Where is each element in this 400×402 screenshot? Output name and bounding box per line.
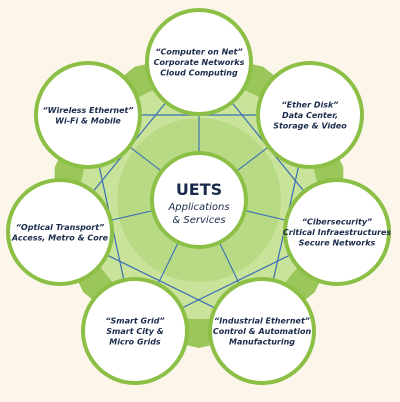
node-circle xyxy=(283,178,391,286)
node-label-line: Critical Infraestructures xyxy=(283,228,392,237)
node-label-line: “Industrial Ethernet” xyxy=(214,317,310,326)
node-label-line: “Wireless Ethernet” xyxy=(42,106,133,115)
node-label-line: “Ether Disk” xyxy=(282,101,339,110)
node-circle xyxy=(6,178,114,286)
node-label-line: Control & Automation xyxy=(213,327,312,336)
node-label-line: “Computer on Net” xyxy=(155,48,242,57)
node-circle xyxy=(81,277,189,385)
node-label-line: Micro Grids xyxy=(109,338,161,347)
node-label-line: Corporate Networks xyxy=(154,58,245,67)
node-optical-transport: “Optical Transport”Access, Metro & Core xyxy=(6,178,114,286)
application-nodes: “Computer on Net”Corporate NetworksCloud… xyxy=(6,8,392,385)
node-label-line: Smart City & xyxy=(106,327,163,336)
node-circle xyxy=(145,8,253,116)
node-computer-on-net: “Computer on Net”Corporate NetworksCloud… xyxy=(145,8,253,116)
node-label-line: Wi-Fi & Mobile xyxy=(55,116,121,125)
node-circle xyxy=(34,61,142,169)
node-smart-grid: “Smart Grid”Smart City & Micro Grids xyxy=(81,277,189,385)
node-ether-disk: “Ether Disk”Data Center, Storage & Video xyxy=(256,61,364,169)
node-circle xyxy=(256,61,364,169)
node-label-line: Secure Networks xyxy=(299,239,376,248)
node-cibersecurity: “Cibersecurity”Critical Infraestructures… xyxy=(283,178,392,286)
center-subtitle-line2: & Services xyxy=(172,215,225,226)
node-label-line: Cloud Computing xyxy=(160,69,238,78)
node-label-line: Access, Metro & Core xyxy=(11,233,109,242)
node-label-line: Data Center, xyxy=(282,111,338,120)
node-label-line: Manufacturing xyxy=(229,338,295,347)
center-subtitle-line1: Applications xyxy=(167,202,229,213)
node-label-line: “Optical Transport” xyxy=(16,223,104,232)
node-label-line: “Smart Grid” xyxy=(105,317,164,326)
center-hub: UETS Applications & Services xyxy=(150,151,248,249)
node-circle xyxy=(208,277,316,385)
center-circle xyxy=(150,151,248,249)
node-industrial-ethernet: “Industrial Ethernet”Control & Automatio… xyxy=(208,277,316,385)
node-label-line: Storage & Video xyxy=(273,122,347,131)
center-title: UETS xyxy=(176,180,222,199)
node-wireless-ethernet: “Wireless Ethernet”Wi-Fi & Mobile xyxy=(34,61,142,169)
node-label-line: “Cibersecurity” xyxy=(302,218,372,227)
